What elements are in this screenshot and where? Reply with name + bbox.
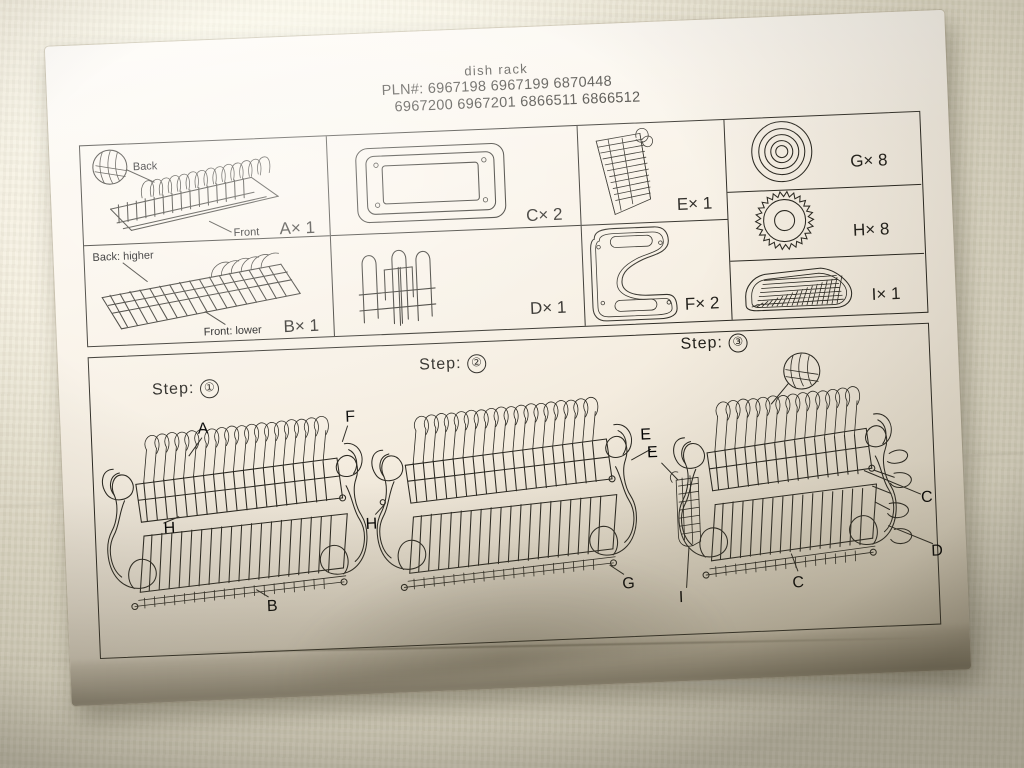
callout-line-E <box>631 448 652 461</box>
part-B-qty: B× 1 <box>283 316 319 336</box>
part-cell-G: G× 8 <box>724 111 922 193</box>
upper-basket <box>706 427 873 492</box>
step-2-callout-G: G <box>622 575 635 592</box>
side-panel-right <box>589 423 637 556</box>
callout-line-B <box>256 589 269 598</box>
upper-basket <box>404 438 613 504</box>
callout-line-C-bottom <box>790 553 799 572</box>
part-A-qty: A× 1 <box>279 218 315 238</box>
wire-grid-tray-icon: Back: higher Front: lower B× 1 <box>92 249 319 338</box>
plate-dividers-upper <box>714 386 860 451</box>
part-cell-C: C× 2 <box>326 125 581 237</box>
callout-line-A <box>188 437 203 457</box>
side-panel-left <box>673 437 729 558</box>
detail-magnifier-circle <box>770 352 821 405</box>
upper-basket <box>135 457 344 523</box>
part-B-label-front: Front: lower <box>203 324 262 338</box>
side-panel-left <box>101 468 157 590</box>
step-3-callout-C-right: C <box>921 489 933 506</box>
wire-utensil-holder-icon: D× 1 <box>358 249 567 326</box>
pln-label: PLN#: <box>381 81 424 99</box>
bottom-grid <box>134 575 347 609</box>
part-cell-H: H× 8 <box>727 184 925 262</box>
mesh-drip-tray-icon: I× 1 <box>745 267 901 312</box>
lower-basket <box>409 494 618 574</box>
part-E-qty: E× 1 <box>676 194 712 214</box>
callout-line-D <box>888 525 934 545</box>
step-3-callout-D: D <box>931 542 943 559</box>
step-3-callout-E: E <box>647 444 658 461</box>
part-C-qty: C× 2 <box>526 205 563 225</box>
part-cell-E: E× 1 <box>577 119 728 226</box>
callout-line-H <box>163 516 180 524</box>
part-A-label-front: Front <box>233 226 259 239</box>
part-A-label-back: Back <box>133 160 158 173</box>
part-I-qty: I× 1 <box>871 284 901 304</box>
parts-column-3: E× 1 F× 2 <box>577 119 733 326</box>
lower-basket <box>139 513 348 593</box>
step-1-number: ① <box>199 378 220 399</box>
part-D-qty: D× 1 <box>530 298 567 318</box>
wire-rack-sloped-icon: Back Front A× 1 <box>92 149 315 239</box>
callout-line-H <box>374 503 386 515</box>
step-2-title-text: Step: <box>418 354 462 374</box>
part-cell-D: D× 1 <box>331 226 585 335</box>
step-3-callout-I: I <box>679 589 684 606</box>
step-1-callout-B: B <box>267 598 278 615</box>
step-1-callout-F: F <box>345 408 356 425</box>
step-2-title: Step:② <box>418 353 487 376</box>
step-3-diagram: E I C C D <box>647 352 943 606</box>
callout-line-F <box>341 425 349 443</box>
step-1-title-text: Step: <box>151 379 195 399</box>
cutlery-basket-E <box>670 471 702 547</box>
paper-surface: dish rack PLN#: 6967198 6967199 6870448 … <box>44 9 972 707</box>
callout-line-G <box>609 564 625 575</box>
callout-line-I <box>686 547 690 588</box>
callout-line-C-right <box>863 470 922 495</box>
parts-table: Back Front A× 1 <box>78 110 929 348</box>
parts-column-4: G× 8 H× 8 <box>724 111 926 322</box>
part-cell-A: Back Front A× 1 <box>79 136 330 247</box>
rectangular-frame-icon: C× 2 <box>355 142 563 225</box>
step-2-callout-H: H <box>365 516 377 533</box>
part-cell-F: F× 2 <box>582 220 732 325</box>
part-cell-B: Back: higher Front: lower B× 1 <box>84 236 334 345</box>
step-2-number: ② <box>467 353 487 374</box>
side-panel-right <box>849 413 897 546</box>
step-3-callout-C-bottom: C <box>792 574 804 591</box>
plate-dividers-upper <box>412 396 599 464</box>
plate-dividers-upper <box>143 416 329 483</box>
steps-panel: Step:① Step:② Step:③ <box>87 322 943 659</box>
side-panel-left <box>371 449 427 570</box>
step-1-callout-A: A <box>197 420 209 437</box>
parts-column-2: C× 2 <box>326 125 586 337</box>
parts-column-1: Back Front A× 1 <box>79 136 335 347</box>
bottom-grid <box>403 556 616 590</box>
utensil-holder-D <box>872 449 913 545</box>
knurled-knob-icon: H× 8 <box>754 190 890 251</box>
part-H-qty: H× 8 <box>853 219 890 239</box>
step-1-diagram: A F H B <box>101 408 368 615</box>
part-cell-I: I× 1 <box>730 254 926 322</box>
instruction-sheet: dish rack PLN#: 6967198 6967199 6870448 … <box>44 9 978 720</box>
side-panel-right <box>319 442 368 575</box>
wire-basket-icon: E× 1 <box>595 128 713 216</box>
part-G-qty: G× 8 <box>850 150 888 171</box>
s-shaped-side-panel-icon: F× 2 <box>590 226 720 322</box>
callout-line-E <box>661 462 679 481</box>
lower-basket <box>710 483 878 562</box>
part-F-qty: F× 2 <box>685 293 720 313</box>
step-2-callout-E: E <box>640 426 651 443</box>
step-1-callout-H: H <box>163 520 175 537</box>
washer-rings-icon: G× 8 <box>751 121 888 183</box>
part-B-label-back: Back: higher <box>92 249 154 264</box>
step-2-diagram: E H G <box>365 396 652 592</box>
